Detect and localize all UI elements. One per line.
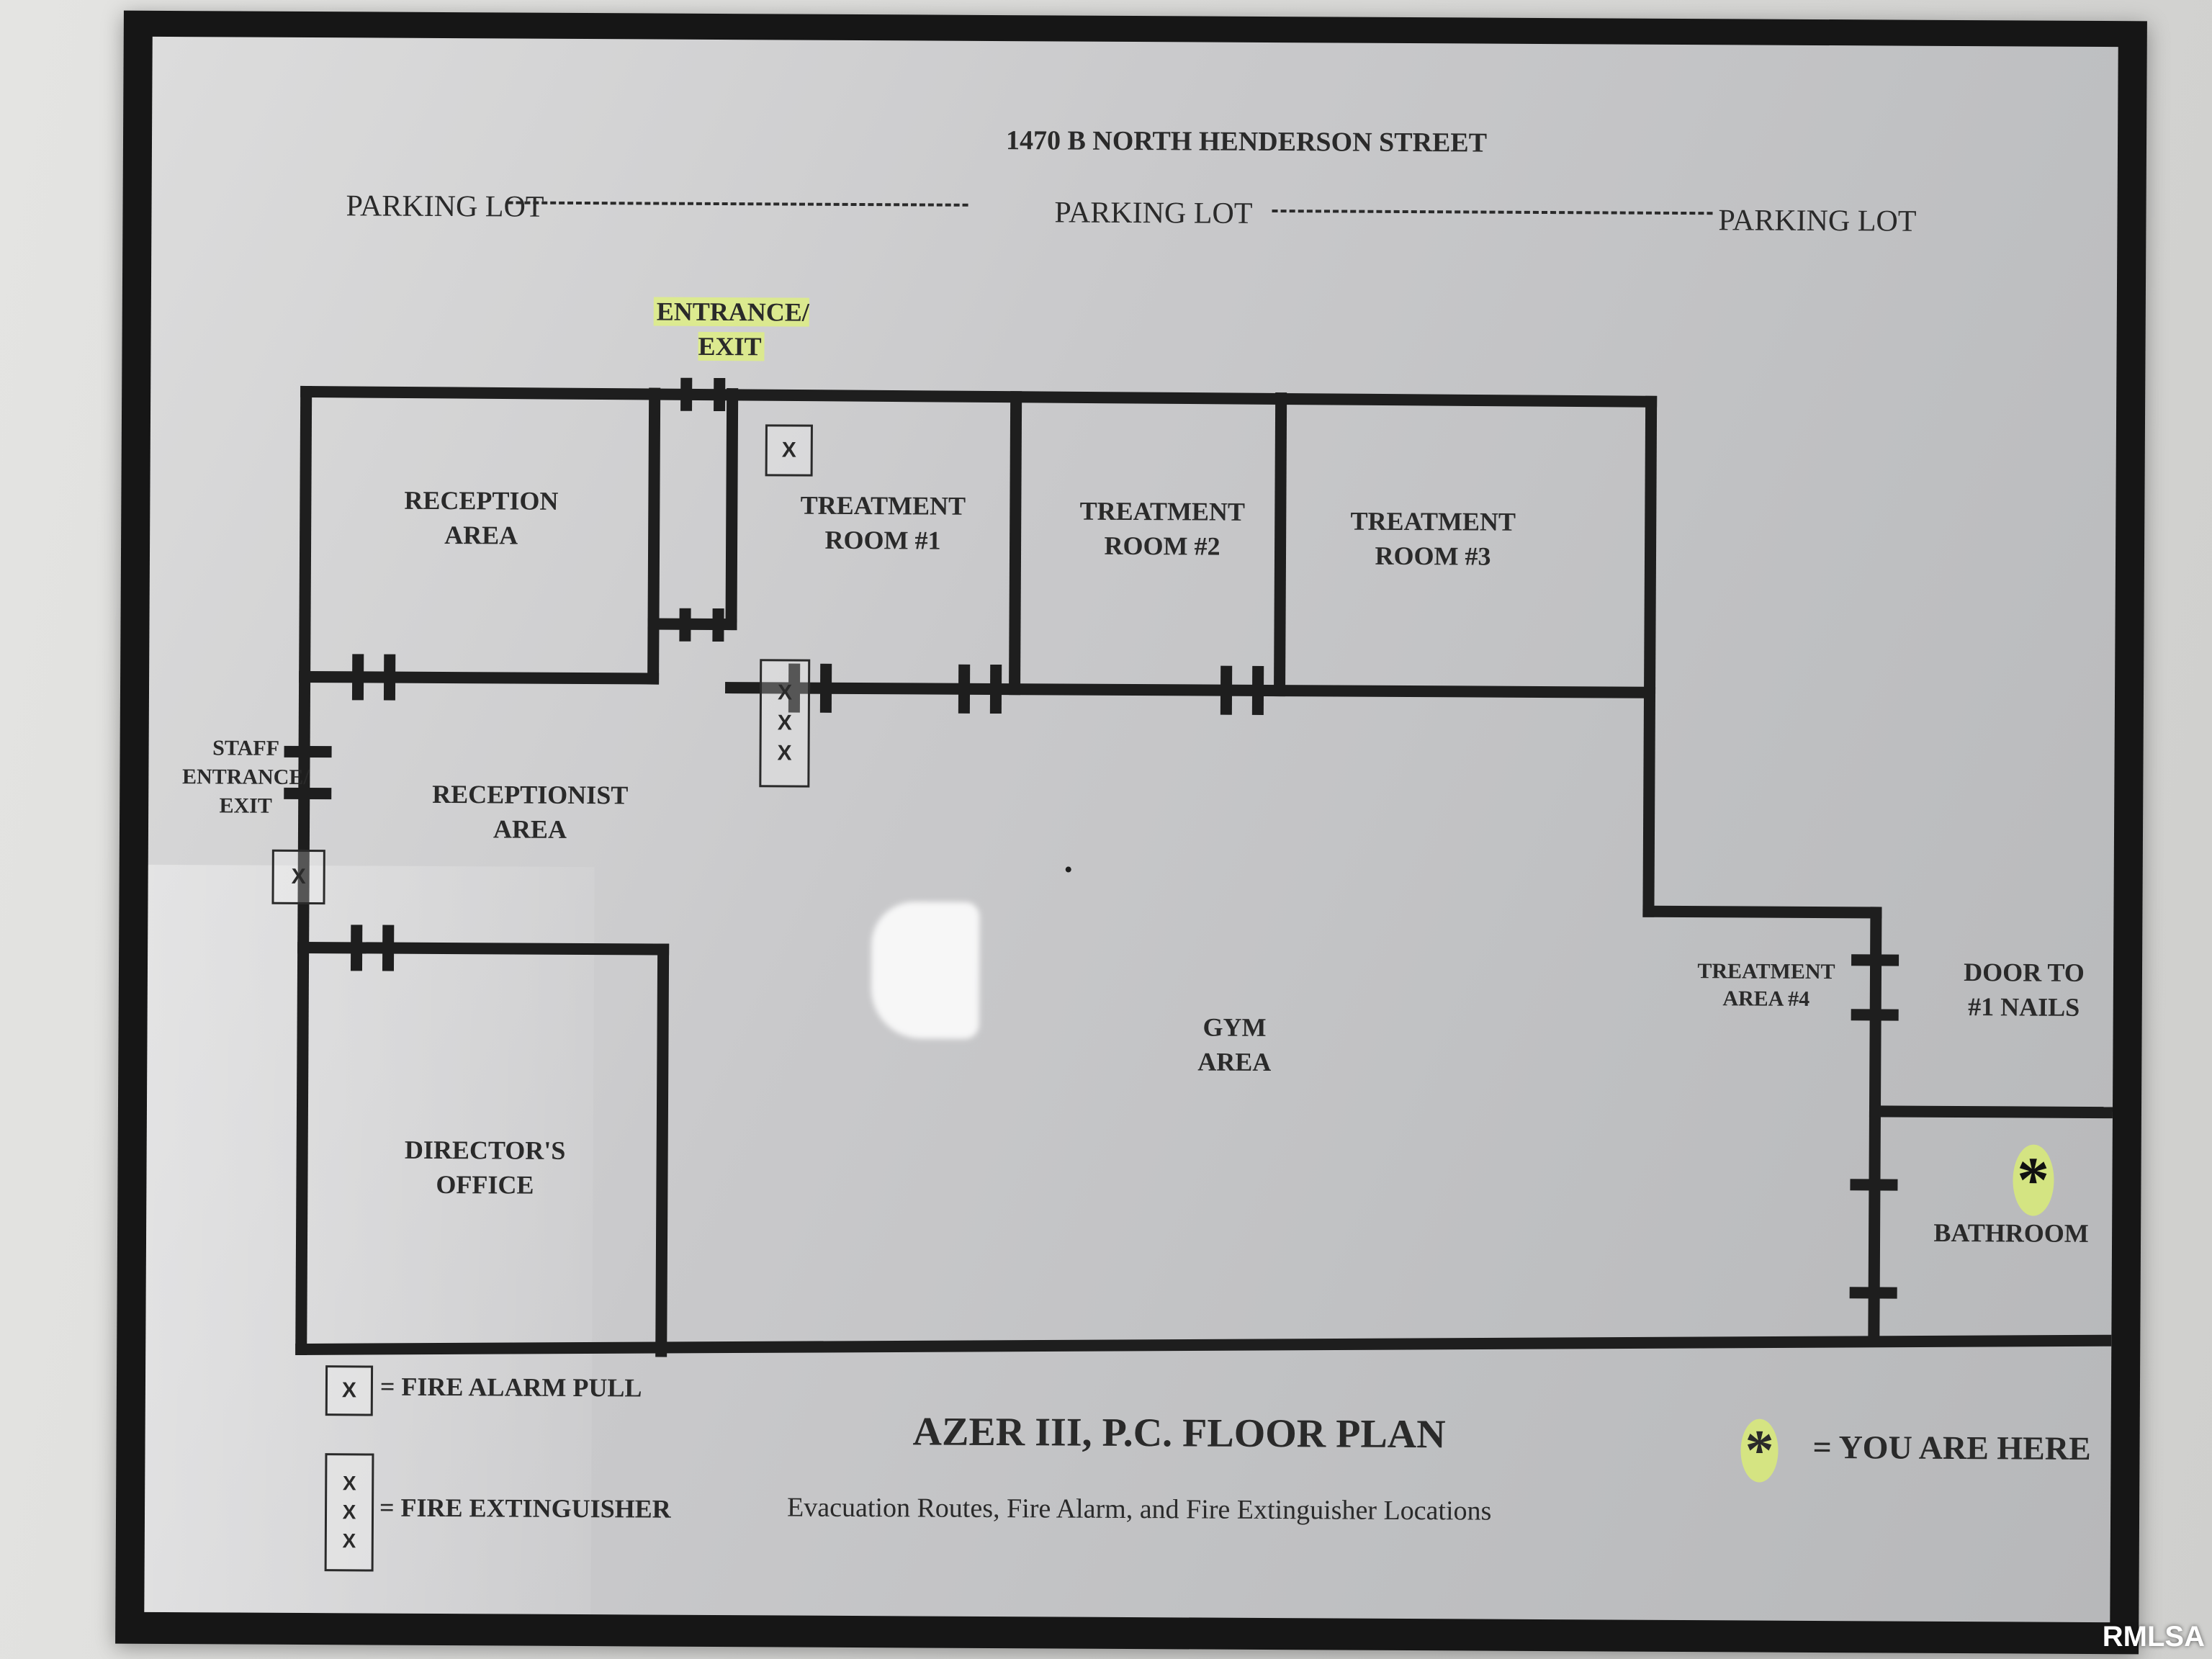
picture-frame: 1470 B NORTH HENDERSON STREET PARKING LO… [115, 10, 2147, 1655]
wall-bathroom-top [1869, 1105, 2118, 1119]
wall-top [300, 385, 1658, 408]
wall-right-upper [1642, 395, 1658, 917]
wall-reception-right [647, 387, 661, 685]
gym-area-label: GYM AREA [1197, 1012, 1272, 1077]
wall-director-top [297, 941, 670, 956]
parking-lot-right: PARKING LOT [1718, 204, 1917, 238]
floor-plan-title: AZER III, P.C. FLOOR PLAN [912, 1409, 1446, 1457]
floor-plan-subtitle: Evacuation Routes, Fire Alarm, and Fire … [786, 1492, 1492, 1527]
light-reflection [871, 902, 980, 1039]
parking-lot-center: PARKING LOT [1054, 196, 1253, 230]
bathroom-label: BATHROOM [1933, 1218, 2089, 1248]
receptionist-area-label: RECEPTIONIST AREA [432, 779, 629, 844]
legend-extinguisher-icon: X X X [324, 1453, 374, 1572]
treatment-room-2-label: TREATMENT ROOM #2 [1079, 496, 1246, 561]
parking-lot-left: PARKING LOT [346, 189, 544, 224]
wall-vestibule-right [725, 388, 739, 631]
wall-treatment-divider-1 [1008, 391, 1022, 696]
fire-alarm-pull-icon: X [765, 424, 813, 477]
legend-you-are-here-text: = YOU ARE HERE [1812, 1428, 2091, 1467]
watermark-logo: RMLSA [2102, 1621, 2205, 1653]
wall-step [1642, 905, 1882, 919]
entrance-exit-label: ENTRANCE/ EXIT [637, 294, 824, 364]
wall-director-right [655, 943, 670, 1357]
door-marks [284, 377, 1899, 1299]
staff-entrance-label: STAFF ENTRANCE/ EXIT [181, 736, 310, 818]
wall-treatment4 [1868, 907, 1882, 1345]
treatment-room-1-label: TREATMENT ROOM #1 [800, 490, 966, 555]
directors-office-label: DIRECTOR'S OFFICE [404, 1135, 566, 1200]
floor-plan-sheet: 1470 B NORTH HENDERSON STREET PARKING LO… [144, 36, 2118, 1623]
reception-area-label: RECEPTION AREA [404, 485, 559, 550]
wall-left [295, 385, 313, 1356]
wall-treatment-bottom [725, 682, 1656, 698]
door-to-nails-label: DOOR TO #1 NAILS [1964, 958, 2085, 1022]
you-are-here-marker: * [2004, 1144, 2062, 1216]
address-header: 1470 B NORTH HENDERSON STREET [1005, 125, 1488, 158]
fire-alarm-pull-icon: X [271, 849, 325, 905]
legend-alarm-text: = FIRE ALARM PULL [379, 1372, 642, 1403]
stray-dot [1065, 866, 1071, 873]
fire-extinguisher-icon: X X X [759, 659, 811, 788]
floor-plan-walls [284, 377, 2118, 1357]
treatment-area-4-label: TREATMENT AREA #4 [1697, 959, 1835, 1011]
legend-alarm-icon: X [325, 1365, 374, 1416]
legend-extinguisher-text: = FIRE EXTINGUISHER [379, 1493, 671, 1524]
treatment-room-3-label: TREATMENT ROOM #3 [1350, 506, 1516, 571]
wall-treatment-divider-2 [1273, 392, 1287, 697]
legend-you-are-here-icon: * [1740, 1419, 1779, 1483]
wall-bottom [295, 1334, 2118, 1356]
